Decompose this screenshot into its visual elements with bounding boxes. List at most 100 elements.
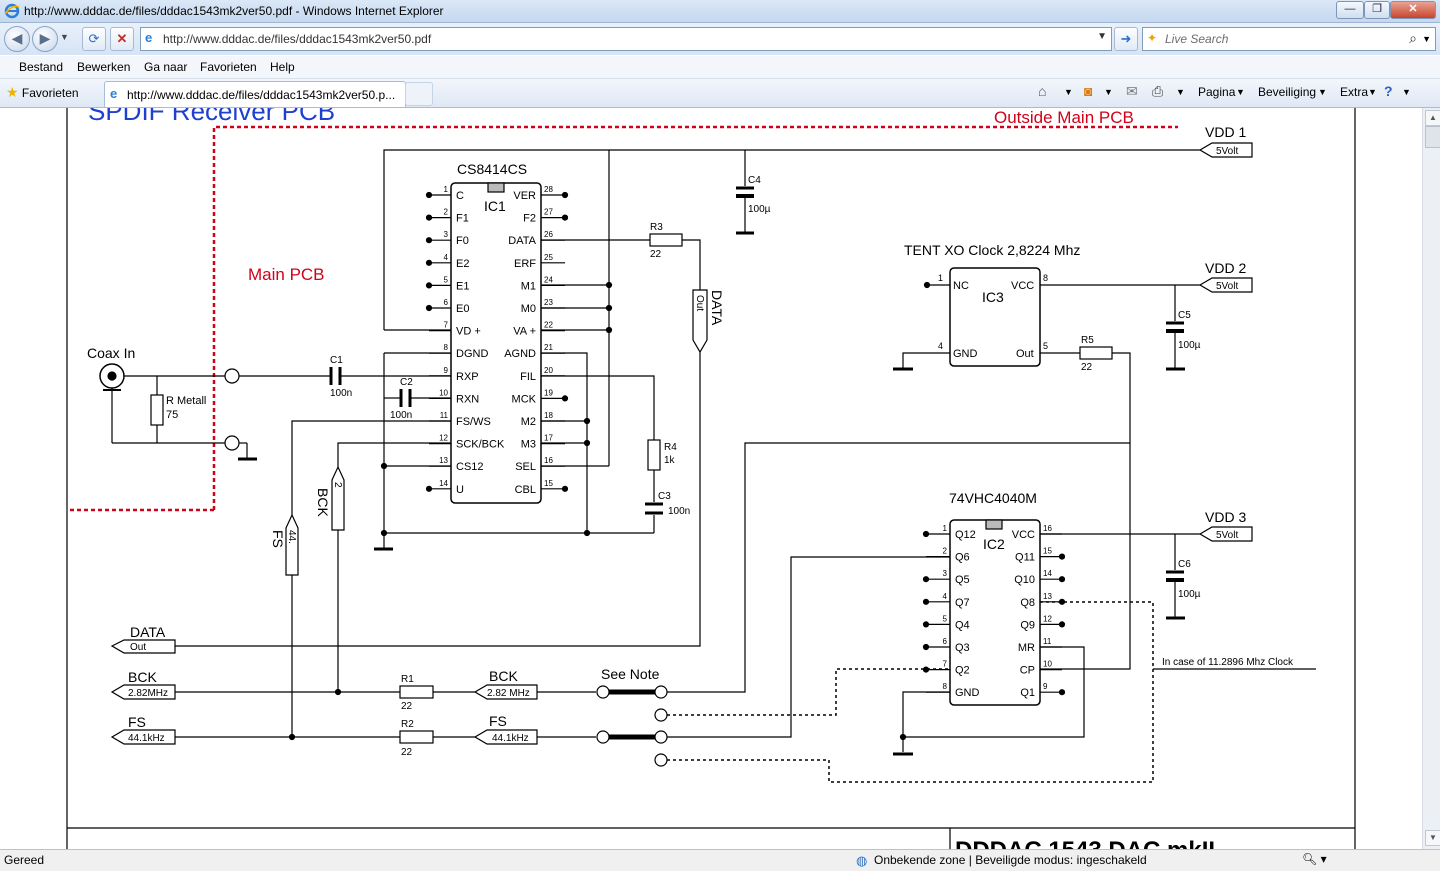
c5-value: 100µ: [1178, 340, 1201, 351]
ic2-pin-8-name: GND: [955, 687, 980, 699]
menu-bewerken[interactable]: Bewerken: [77, 60, 131, 74]
help-dropdown-icon[interactable]: ▼: [1402, 87, 1411, 97]
zoom-icon[interactable]: 🔍︎ ▾: [1302, 852, 1327, 866]
ic3-title: TENT XO Clock 2,8224 Mhz: [904, 242, 1080, 258]
security-dropdown-icon[interactable]: ▼: [1318, 87, 1327, 97]
ic3-pin4: 4: [938, 341, 943, 351]
ic2-pin-1-dot: [922, 530, 930, 538]
ic1-pin-18-number: 18: [544, 411, 553, 420]
feeds-dropdown-icon[interactable]: ▼: [1104, 87, 1113, 97]
menu-help[interactable]: Help: [270, 60, 295, 74]
ic1-pin-19-dot: [561, 395, 569, 402]
ic1-pin-7-number: 7: [444, 321, 449, 330]
pdf-viewer[interactable]: SPDIF Receiver PCB DDDAC 1543 DAC mkII O…: [0, 108, 1422, 849]
ic3-pin1: 1: [938, 273, 943, 283]
favorites-button[interactable]: ★ Favorieten: [6, 84, 79, 101]
ic2-pin-14-dot: [1058, 576, 1066, 583]
ic1-pin-5-name: E1: [456, 280, 469, 292]
live-search-icon: ✦: [1147, 31, 1158, 45]
print-icon[interactable]: ⎙: [1152, 83, 1164, 99]
page-menu[interactable]: Pagina: [1198, 85, 1236, 99]
feeds-icon[interactable]: ◙: [1084, 83, 1093, 99]
address-bar[interactable]: e http://www.dddac.de/files/dddac1543mk2…: [140, 27, 1112, 51]
ic2-pin-4-dot: [922, 598, 930, 605]
ic1-pin-3-name: F0: [456, 235, 469, 247]
back-button[interactable]: ◀: [4, 26, 30, 52]
search-icon[interactable]: ⌕: [1409, 30, 1417, 46]
page-dropdown-icon[interactable]: ▼: [1236, 87, 1245, 97]
security-menu[interactable]: Beveiliging: [1258, 85, 1317, 99]
home-icon[interactable]: ⌂: [1038, 83, 1047, 99]
ic1-pin-12-number: 12: [439, 434, 448, 443]
ic2-notch: [985, 519, 1003, 530]
window-title: http://www.dddac.de/files/dddac1543mk2ve…: [24, 4, 444, 18]
c1-label: C1: [330, 355, 343, 366]
address-dropdown-icon[interactable]: ▼: [1097, 31, 1107, 42]
refresh-button[interactable]: ⟳: [82, 27, 106, 51]
r1-value: 22: [401, 701, 413, 712]
menu-favorieten[interactable]: Favorieten: [200, 60, 257, 74]
ic2-name: 74VHC4040M: [949, 490, 1037, 506]
ic1-pin-1-number: 1: [444, 185, 449, 194]
search-field[interactable]: ✦ Live Search ⌕ ▼: [1142, 27, 1436, 51]
menu-bestand[interactable]: Bestand: [19, 60, 64, 74]
maximize-button[interactable]: ❐: [1364, 1, 1390, 19]
data-port-label: DATA: [130, 624, 166, 640]
tab-active[interactable]: e http://www.dddac.de/files/dddac1543mk2…: [104, 81, 406, 107]
ic1-pin-24-number: 24: [544, 275, 553, 284]
bck-clock-wire: [667, 352, 1131, 693]
go-button[interactable]: ➜: [1114, 27, 1138, 51]
data-out-port-vertical: [692, 289, 708, 354]
menu-ga-naar[interactable]: Ga naar: [144, 60, 188, 74]
ic3-gnd-wire: [902, 352, 950, 368]
ic1-pin-1-name: C: [456, 190, 464, 202]
extra-dropdown-icon[interactable]: ▼: [1368, 87, 1377, 97]
new-tab-button[interactable]: [405, 82, 433, 106]
r2-label: R2: [401, 719, 414, 730]
forward-button[interactable]: ▶: [32, 26, 58, 52]
jumper-fs-left: [596, 730, 610, 744]
scroll-down-icon[interactable]: ▼: [1425, 830, 1440, 846]
ic1-pin-21-name: AGND: [504, 348, 536, 360]
data-line: [175, 352, 701, 647]
vertical-scrollbar[interactable]: ▲ ▼: [1422, 108, 1440, 849]
close-button[interactable]: ✕: [1390, 1, 1436, 19]
ic1-pin-20-number: 20: [544, 366, 553, 375]
pcb-boundary: [212, 125, 1178, 510]
jumper-fs-right: [654, 730, 668, 744]
ic1-pin-9-number: 9: [444, 366, 449, 375]
fs-port-value: 44.1kHz: [128, 733, 165, 744]
alt-q8-wire: [667, 601, 1154, 783]
ic1-pin-5-dot: [425, 282, 433, 289]
forward-arrow-icon: ▶: [39, 30, 51, 46]
print-dropdown-icon[interactable]: ▼: [1176, 87, 1185, 97]
ic1-pin-14-dot: [425, 485, 433, 492]
ic1-pin-22-name: VA +: [513, 326, 536, 338]
ic1-pin-17-number: 17: [544, 434, 553, 443]
history-dropdown-icon[interactable]: ▼: [60, 32, 69, 42]
scroll-thumb[interactable]: [1425, 126, 1440, 148]
globe-icon: ◍: [856, 853, 868, 868]
vdd1-port: [1198, 142, 1253, 158]
ic3-pin5: 5: [1043, 341, 1048, 351]
mail-icon[interactable]: ✉: [1126, 83, 1138, 99]
fs-vert-port: [285, 513, 299, 576]
ic2-pin-7-name: Q2: [955, 665, 970, 677]
ic2-pin-7-number: 7: [943, 660, 948, 669]
ic2-pin-3-name: Q5: [955, 574, 970, 586]
search-options-icon[interactable]: ▼: [1422, 34, 1431, 44]
stop-button[interactable]: ✕: [110, 27, 134, 51]
r1-resistor: [399, 685, 434, 699]
r-metall-label: R Metall: [166, 395, 206, 407]
navigation-bar: ◀ ▶ ▼ ⟳ ✕ e http://www.dddac.de/files/dd…: [0, 23, 1440, 55]
extra-menu[interactable]: Extra: [1340, 85, 1369, 99]
scroll-up-icon[interactable]: ▲: [1425, 110, 1440, 126]
ic2-pin-14-name: Q10: [1014, 574, 1035, 586]
ic2-pin-12-name: Q9: [1020, 619, 1035, 631]
help-icon[interactable]: ?: [1384, 83, 1393, 99]
jumper-alt-2: [654, 753, 668, 767]
r3-label: R3: [650, 222, 663, 233]
home-dropdown-icon[interactable]: ▼: [1064, 87, 1073, 97]
ic1-pin-21-number: 21: [544, 343, 553, 352]
minimize-button[interactable]: —: [1336, 1, 1364, 19]
